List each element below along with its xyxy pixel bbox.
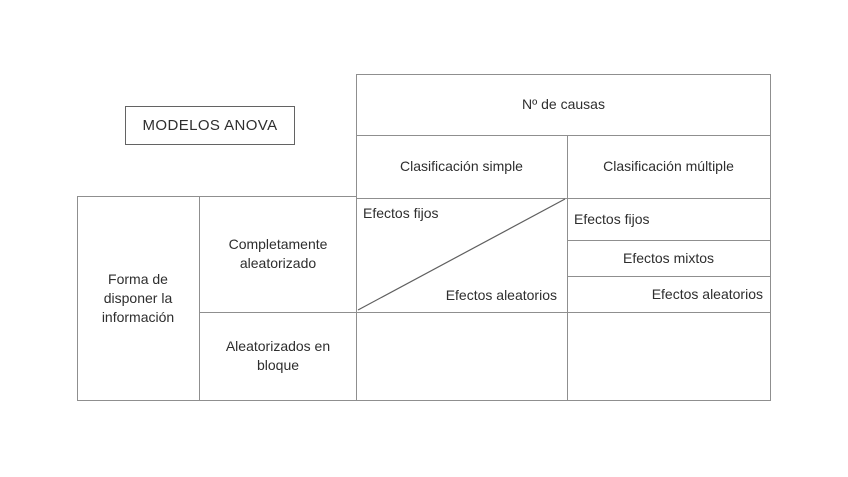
column-divider-line (567, 135, 568, 400)
completamente-aleatorizado-label: Completamente aleatorizado (228, 236, 328, 271)
column-header-multiple: Clasificación múltiple (567, 135, 770, 197)
layout-row-divider-line (199, 312, 356, 313)
simple-classification-cell: Efectos fijos Efectos aleatorios (357, 198, 566, 311)
multiple-efectos-mixtos-cell: Efectos mixtos (567, 240, 770, 275)
multiple-efectos-fijos-label: Efectos fijos (574, 210, 650, 227)
completamente-aleatorizado-cell: Completamente aleatorizado (199, 197, 357, 311)
simple-efectos-aleatorios-label: Efectos aleatorios (445, 287, 557, 303)
causes-header-cell: Nº de causas (357, 75, 770, 134)
multiple-efectos-aleatorios-cell: Efectos aleatorios (567, 276, 770, 311)
title-label: MODELOS ANOVA (142, 117, 278, 134)
column-header-simple: Clasificación simple (357, 135, 566, 197)
multiple-efectos-fijos-cell: Efectos fijos (567, 198, 770, 239)
layout-table: Forma de disponer la información Complet… (77, 196, 356, 401)
column-header-simple-label: Clasificación simple (400, 157, 523, 174)
body-row-divider-line (357, 312, 770, 313)
multiple-subrow-divider-line-2 (567, 276, 770, 277)
simple-efectos-fijos-label: Efectos fijos (363, 205, 439, 221)
causes-header-label: Nº de causas (522, 96, 605, 113)
diagonal-divider-line (357, 198, 566, 311)
classification-row-divider-line (357, 198, 770, 199)
title-box: MODELOS ANOVA (125, 106, 295, 145)
multiple-subrow-divider-line-1 (567, 240, 770, 241)
aleatorizados-en-bloque-cell: Aleatorizados en bloque (199, 312, 357, 400)
causes-header-divider-line (357, 135, 770, 136)
aleatorizados-en-bloque-label: Aleatorizados en bloque (225, 338, 331, 373)
multiple-efectos-aleatorios-label: Efectos aleatorios (651, 285, 763, 302)
causes-table: Nº de causas Clasificación simple Clasif… (356, 74, 771, 401)
layout-column-divider-line (199, 197, 200, 400)
column-header-multiple-label: Clasificación múltiple (603, 157, 734, 174)
multiple-efectos-mixtos-label: Efectos mixtos (622, 249, 715, 266)
layout-row-header-cell: Forma de disponer la información (78, 197, 198, 400)
layout-row-header-label: Forma de disponer la información (101, 271, 175, 325)
